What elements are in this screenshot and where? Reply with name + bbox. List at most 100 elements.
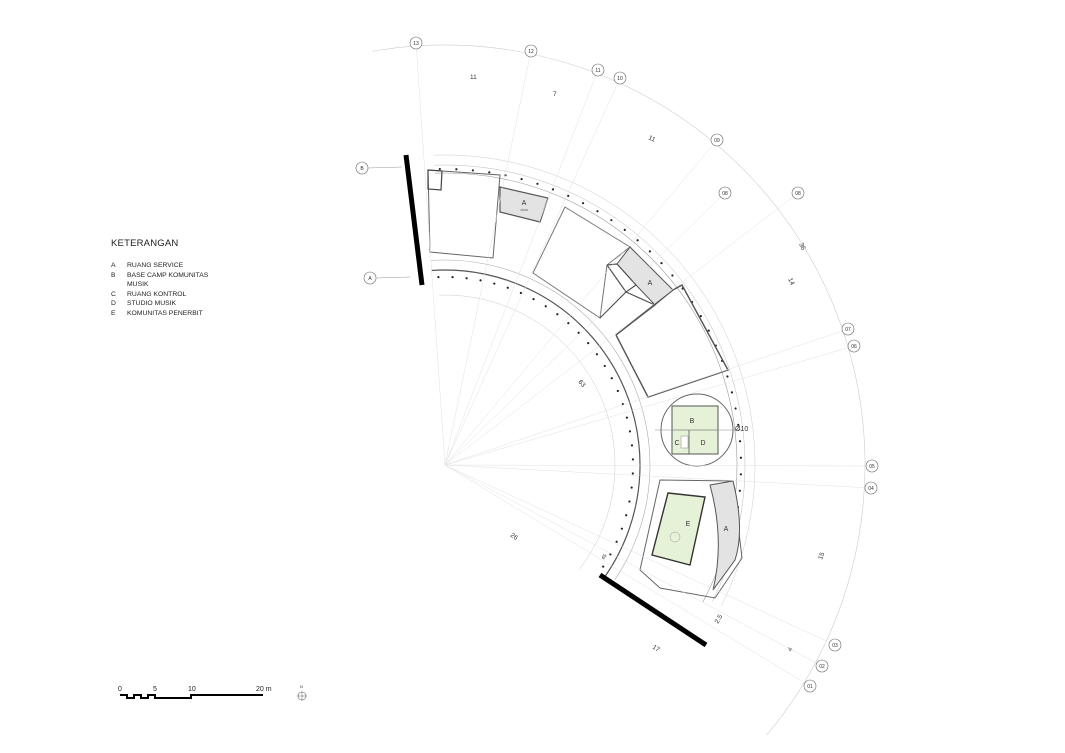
- north-arrow-icon: N: [297, 684, 307, 701]
- grid-bubble-label: 10: [617, 76, 623, 82]
- grid-line: [444, 69, 599, 466]
- column-dot: [707, 329, 710, 332]
- inner-arc: [430, 259, 651, 580]
- grid-line: [444, 50, 532, 466]
- column-dot: [726, 375, 729, 378]
- grid-bubble: 01: [444, 464, 817, 693]
- room-a-service-3: [709, 480, 740, 591]
- scale-tick: 10: [188, 686, 196, 693]
- column-dot: [556, 313, 559, 316]
- grid-line: [444, 464, 823, 667]
- grid-bubble-circle: [363, 271, 377, 285]
- outer-arc: [434, 154, 756, 606]
- column-dot: [739, 473, 742, 476]
- column-dot: [451, 276, 454, 279]
- column-dot: [488, 171, 491, 174]
- legend-title: KETERANGAN: [111, 238, 179, 249]
- grid-bubble-label: 01: [807, 684, 813, 690]
- dimension-arc: [372, 44, 866, 736]
- column-dot: [737, 423, 740, 426]
- grid-bubble-circle: [718, 186, 732, 200]
- grid-bubble-label: 06: [851, 344, 857, 350]
- grid-bubble-circle: [828, 638, 842, 652]
- grid-line: [444, 464, 873, 467]
- grid-line: [444, 77, 621, 466]
- room-label-a: A: [522, 200, 527, 207]
- building-round: B C D Ø10: [655, 393, 748, 467]
- grid-bubble-label: 09: [714, 138, 720, 144]
- grid-bubble-circle: [815, 659, 829, 673]
- construction-lines: [372, 44, 866, 736]
- column-dot: [660, 262, 663, 265]
- column-dot: [610, 377, 613, 380]
- column-dot: [625, 416, 629, 419]
- column-dot: [648, 250, 651, 253]
- grid-bubble-label: A: [368, 276, 372, 282]
- grid-bubble-label: 08: [795, 191, 801, 197]
- column-dot: [739, 456, 743, 459]
- legend-label: KOMUNITAS PENERBIT: [127, 309, 203, 317]
- grid-bubble-label: 05: [869, 464, 875, 470]
- room-a-service-1: [499, 186, 549, 223]
- legend-label: RUANG SERVICE: [127, 262, 184, 269]
- inner-wall-arc: [431, 269, 641, 578]
- column-dot: [479, 279, 482, 282]
- grid-bubble-label: 12: [528, 49, 534, 55]
- room-label-c: C: [674, 440, 679, 447]
- grid-bubble: A: [363, 271, 411, 285]
- column-dot: [738, 489, 741, 492]
- building-north: A: [532, 206, 730, 398]
- grid-bubble: 08: [444, 186, 732, 466]
- grid-line: [444, 328, 849, 466]
- grid-bubble-circle: [710, 133, 724, 147]
- north-label: N: [300, 684, 303, 689]
- column-dot: [506, 286, 509, 289]
- column-dot: [730, 391, 734, 394]
- grid-bubble-circle: [791, 186, 805, 200]
- grid-bubble-circle: [847, 339, 861, 353]
- column-dot: [465, 277, 468, 280]
- grid-line: [444, 345, 855, 466]
- legend-key: A: [111, 262, 116, 269]
- column-dot: [532, 298, 535, 301]
- dimension-diameter: Ø10: [735, 426, 748, 433]
- room-label-e: E: [686, 521, 691, 528]
- column-dot: [544, 305, 547, 308]
- dimension-label: 26: [509, 532, 519, 542]
- column-dot: [455, 168, 458, 171]
- column-dot: [620, 527, 623, 530]
- building-south: A E: [639, 479, 743, 599]
- grid-bubble: 09: [444, 133, 724, 466]
- grid-line: [444, 139, 718, 466]
- grid-bubble: 05: [444, 459, 879, 473]
- column-dot: [602, 565, 605, 568]
- column-dot: [699, 315, 702, 318]
- scale-tick: 5: [153, 686, 157, 693]
- column-dot: [595, 353, 599, 356]
- column-dot: [609, 553, 612, 556]
- column-dot: [437, 276, 440, 279]
- column-dot: [615, 540, 618, 543]
- column-dot: [738, 440, 742, 443]
- grid-bubble: 06: [444, 339, 861, 466]
- column-dot: [581, 202, 585, 205]
- column-dot: [671, 274, 674, 277]
- grid-bubble: 03: [444, 464, 842, 652]
- grid-bubble: 12: [444, 44, 538, 466]
- grid-bubble-circle: [803, 679, 817, 693]
- grid-bubble-circle: [864, 481, 878, 495]
- scale-tick: 0: [118, 686, 122, 693]
- dimension-label: 17: [651, 644, 661, 654]
- column-dot: [630, 444, 634, 447]
- column-dot: [551, 188, 555, 191]
- grid-bubble-circle: [355, 161, 369, 175]
- grid-bubble-label: 02: [819, 664, 825, 670]
- room-label-d: D: [700, 440, 705, 447]
- grid-bubble: B: [355, 161, 403, 175]
- grid-bubble-label: 07: [845, 327, 851, 333]
- grid-bubble: 11: [444, 63, 605, 466]
